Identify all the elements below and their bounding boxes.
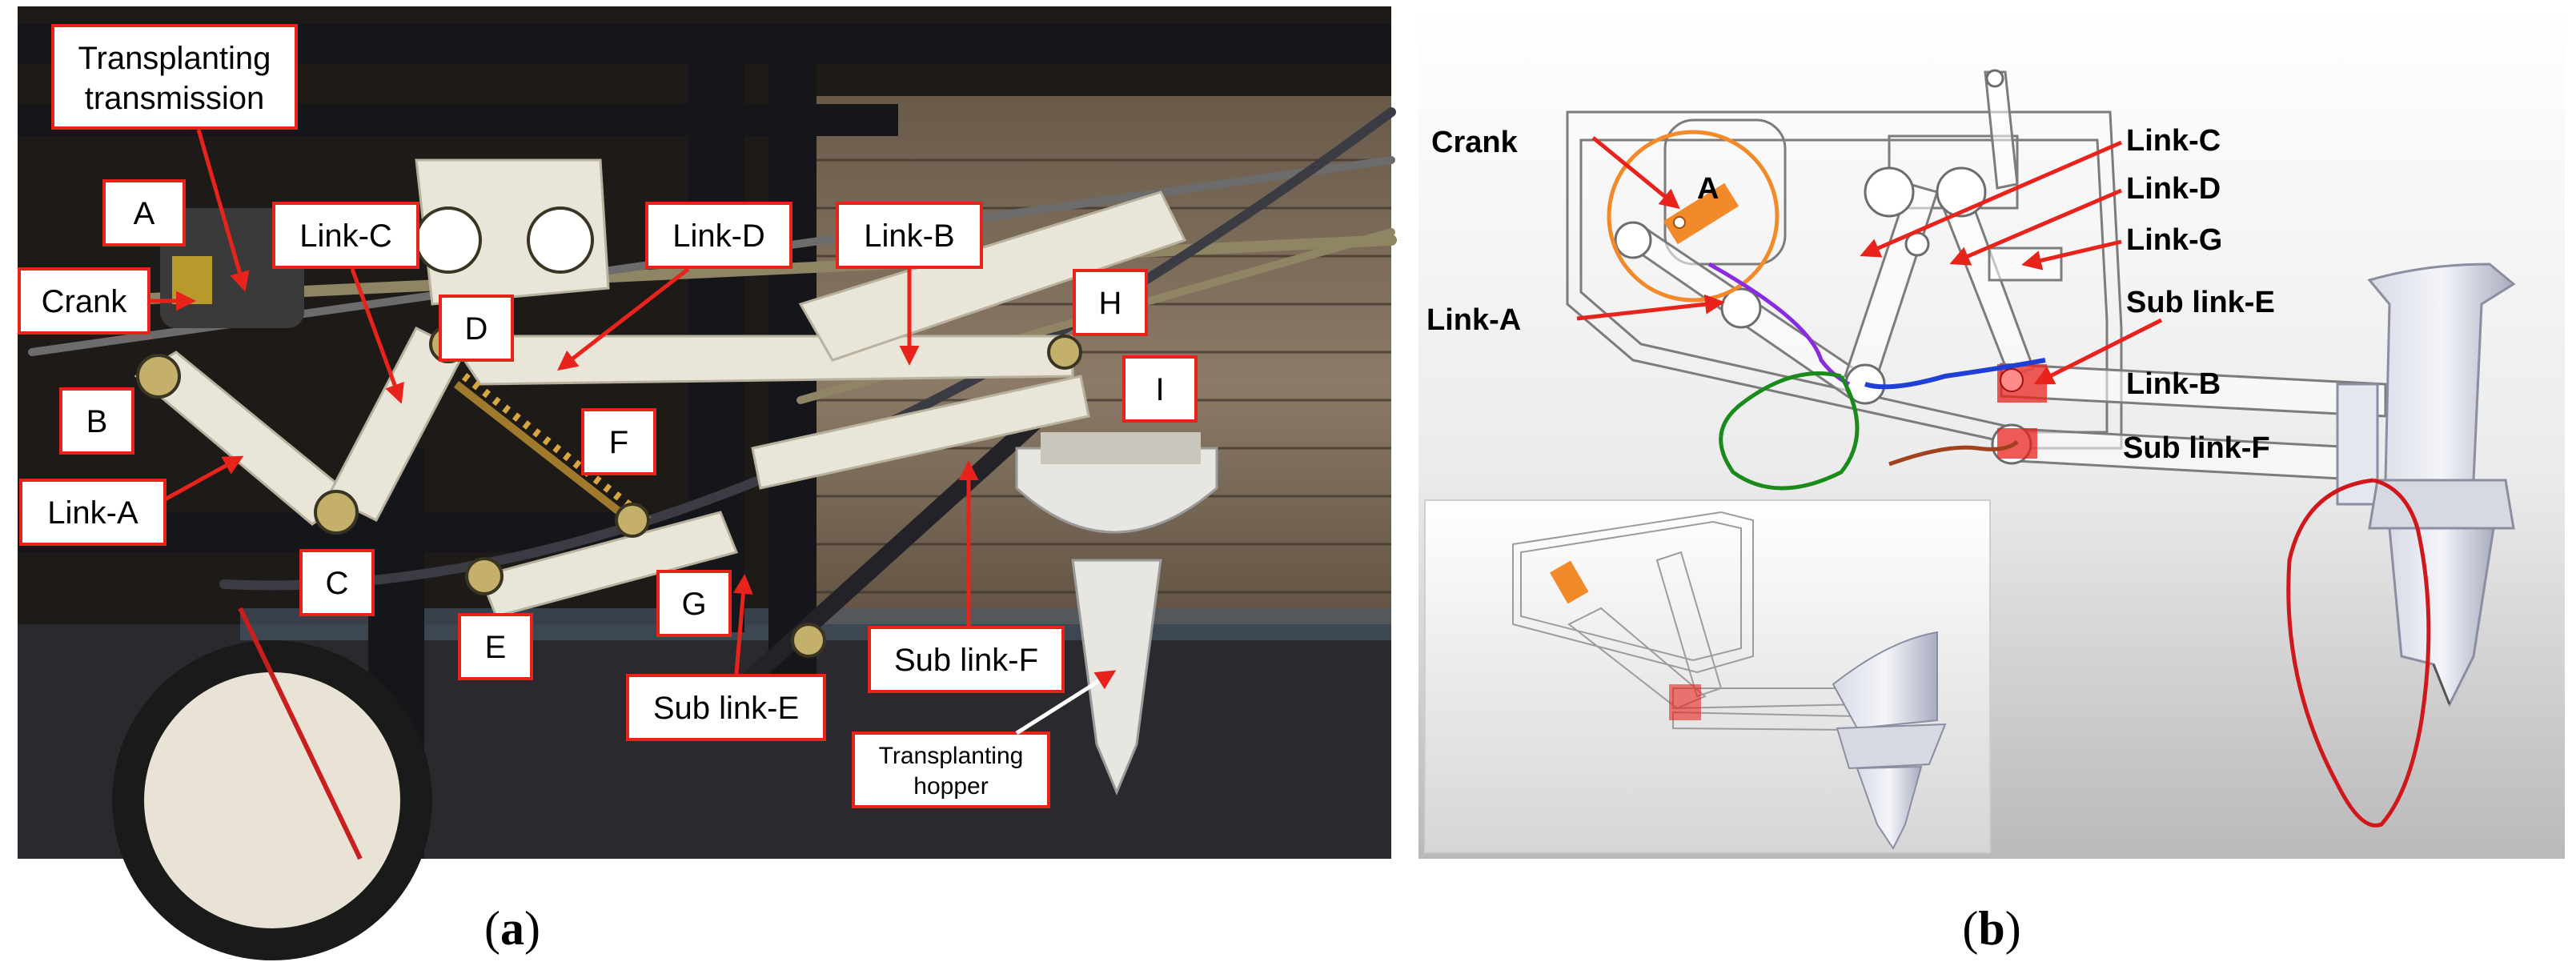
photo-red-cable — [238, 607, 363, 860]
label-e: E — [485, 630, 507, 665]
captions: (a) (b) — [484, 902, 2021, 955]
photo-link-b — [446, 335, 1074, 386]
label-f: F — [609, 425, 628, 460]
photo-sub-link-f — [751, 375, 1090, 490]
cad-crank-circle — [1607, 130, 1780, 303]
photo-pivots — [136, 206, 1082, 658]
cad-crank-arm — [1663, 182, 1739, 245]
trajectory-green — [1719, 371, 1860, 491]
panel-b-callouts: Crank A Link-A Link-C Link-D Link-G Sub … — [1426, 124, 2275, 465]
label-g: G — [681, 587, 706, 622]
cad-label-link-c: Link-C — [2126, 124, 2221, 158]
cad-label-link-d: Link-D — [2126, 172, 2221, 206]
panel-a-callouts: Transplanting transmission A Crank Link-… — [18, 24, 1198, 808]
label-d: D — [465, 311, 488, 347]
label-link-d: Link-D — [672, 218, 765, 254]
trajectory-blue — [1864, 358, 2046, 390]
cad-label-a: A — [1697, 172, 1719, 206]
cad-inset-hopper — [1832, 631, 1947, 850]
cad-label-sub-link-f: Sub link-F — [2123, 431, 2270, 465]
label-transplanting-hopper-2: hopper — [913, 773, 988, 800]
cad-transplanting-hopper — [2336, 263, 2516, 707]
label-b: B — [86, 404, 108, 439]
photo-link-upper — [798, 190, 1187, 362]
trajectory-red — [2286, 478, 2431, 828]
cad-label-sub-link-e: Sub link-E — [2126, 286, 2275, 319]
trajectory-brown — [1888, 440, 2019, 467]
photo-spring — [453, 373, 652, 531]
cad-crank-pin — [1673, 216, 1686, 229]
cad-label-link-g: Link-G — [2126, 223, 2222, 257]
label-h: H — [1099, 286, 1122, 321]
cad-inset-red-pivot — [1669, 684, 1701, 720]
label-transplanting-transmission-2: transmission — [85, 81, 265, 116]
cad-label-link-b: Link-B — [2126, 367, 2221, 401]
label-transplanting-hopper-1: Transplanting — [879, 743, 1024, 769]
label-transplanting-transmission-1: Transplanting — [78, 41, 271, 76]
label-i: I — [1155, 372, 1164, 407]
caption-b: (b) — [1962, 902, 2020, 955]
photo-wheel — [112, 640, 432, 960]
cad-label-crank: Crank — [1431, 126, 1519, 159]
caption-a: (a) — [484, 902, 540, 955]
label-a: A — [134, 196, 155, 231]
label-link-b: Link-B — [864, 218, 954, 254]
cad-label-link-a: Link-A — [1426, 303, 1521, 337]
label-link-c: Link-C — [299, 218, 392, 254]
cad-sub-link-e-pin — [2000, 368, 2024, 392]
label-sub-link-e: Sub link-E — [653, 691, 799, 726]
label-link-a: Link-A — [47, 495, 138, 531]
panel-b-cad — [1418, 6, 2565, 859]
photo-crank-block — [172, 256, 212, 304]
label-c: C — [326, 566, 349, 601]
label-sub-link-f: Sub link-F — [894, 643, 1038, 678]
label-crank: Crank — [42, 284, 128, 319]
cad-inset-crank — [1550, 560, 1589, 604]
panel-a-photo — [18, 6, 1397, 960]
photo-transplanting-hopper — [1015, 432, 1218, 796]
